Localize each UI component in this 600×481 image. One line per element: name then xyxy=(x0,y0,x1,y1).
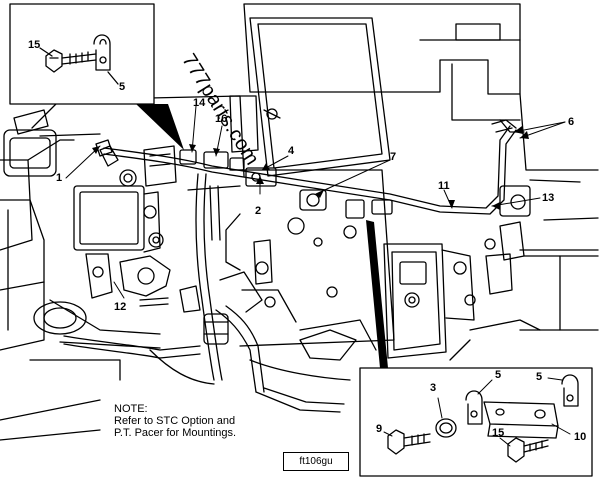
callout-15-top-inset: 15 xyxy=(28,39,41,51)
note-line-2: P.T. Pacer for Mountings. xyxy=(114,427,237,439)
callout-11: 11 xyxy=(438,180,450,192)
callout-14: 14 xyxy=(193,97,206,109)
callout-4: 4 xyxy=(288,145,295,157)
fuel-pump-left xyxy=(73,145,177,299)
callout-1: 1 xyxy=(56,172,63,184)
callout-10: 10 xyxy=(574,431,587,443)
note-line-1: Refer to STC Option and xyxy=(114,415,236,427)
lower-harness xyxy=(63,239,357,413)
inset-box-top xyxy=(9,3,155,105)
figure-code-label: ft106gu xyxy=(283,452,349,471)
inset-box-bottom xyxy=(359,367,593,477)
right-housing xyxy=(449,179,599,361)
callout-5-bottom-inset-b: 5 xyxy=(536,371,543,383)
fuel-pump-right xyxy=(383,221,525,359)
vertical-hoses xyxy=(195,173,265,393)
callout-15-bottom-inset: 15 xyxy=(492,427,505,439)
harness-tube-main xyxy=(103,119,517,215)
engine-block xyxy=(0,95,395,441)
note-block: NOTE: Refer to STC Option and P.T. Pacer… xyxy=(112,402,239,440)
callout-2: 2 xyxy=(255,205,262,217)
harness-connectors xyxy=(95,139,531,219)
callout-7: 7 xyxy=(390,151,397,163)
engine-upper-housing xyxy=(229,3,599,177)
callout-12: 12 xyxy=(114,301,127,313)
callout-3: 3 xyxy=(430,382,437,394)
callout-9: 9 xyxy=(376,423,383,435)
callout-6: 6 xyxy=(568,116,575,128)
inset-pointer-top xyxy=(136,104,184,150)
note-heading: NOTE: xyxy=(114,403,148,415)
callout-16: 16 xyxy=(215,113,228,125)
arrowheads xyxy=(92,126,529,210)
callout-5-top-inset: 5 xyxy=(119,81,126,93)
inset-pointer-bottom xyxy=(366,220,388,368)
callout-5-bottom-inset-a: 5 xyxy=(495,369,502,381)
callout-13: 13 xyxy=(542,192,555,204)
